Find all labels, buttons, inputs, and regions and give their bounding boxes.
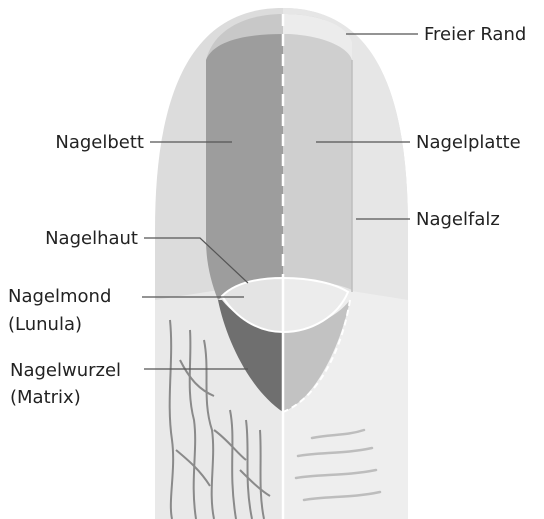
label-freier-rand: Freier Rand [424, 24, 526, 45]
label-nagelmond: Nagelmond [8, 286, 111, 307]
nail-bed [206, 34, 283, 300]
label-nagelbett: Nagelbett [55, 132, 144, 153]
label-matrix: (Matrix) [10, 387, 81, 408]
label-nagelfalz: Nagelfalz [416, 209, 500, 230]
label-lunula: (Lunula) [8, 314, 82, 335]
label-nagelwurzel: Nagelwurzel [10, 360, 121, 381]
nail-plate [283, 34, 352, 290]
label-nagelplatte: Nagelplatte [416, 132, 521, 153]
label-nagelhaut: Nagelhaut [45, 228, 138, 249]
